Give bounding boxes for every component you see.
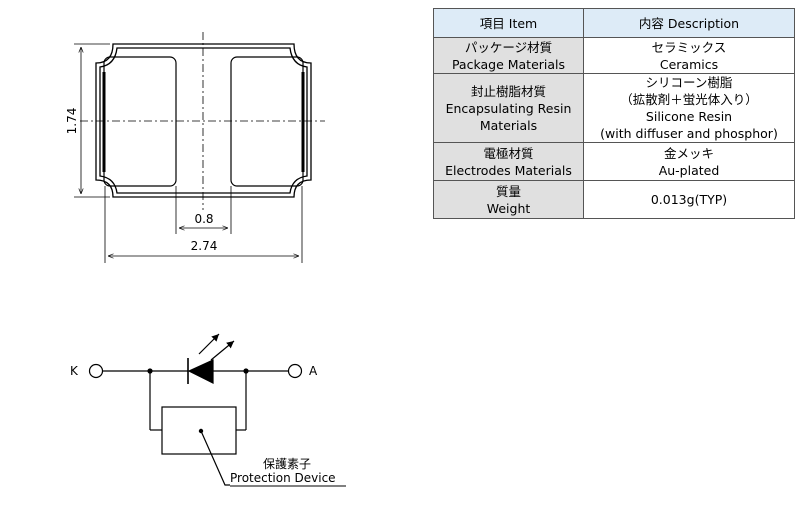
center-lines — [80, 32, 325, 210]
row-desc-text: Ceramics — [659, 56, 719, 72]
dim-width-label: 2.74 — [191, 239, 218, 253]
row-item-text: パッケージ材質 — [464, 39, 553, 55]
row-item-text: Package Materials — [451, 56, 566, 72]
cathode-label: K — [70, 364, 79, 378]
emission-arrow-1 — [198, 333, 220, 355]
row-desc-text: セラミックス — [651, 39, 727, 55]
row-item-cell: 電極材質 Electrodes Materials — [433, 142, 584, 181]
row-desc-cell: セラミックス Ceramics — [583, 37, 795, 74]
row-desc-text: 金メッキ — [663, 145, 714, 161]
circuit-schematic — [88, 333, 303, 486]
protection-device-box — [161, 406, 237, 455]
row-desc-text: Silicone Resin — [645, 109, 733, 124]
led-diode-symbol — [187, 359, 214, 384]
dimension-gap — [175, 186, 232, 234]
row-desc-text: Au-plated — [658, 162, 720, 178]
dimension-width — [104, 186, 303, 263]
dim-gap-label: 0.8 — [194, 212, 213, 226]
row-item-cell: パッケージ材質 Package Materials — [433, 37, 584, 74]
table-row: 質量 Weight 0.013g(TYP) — [433, 180, 795, 219]
row-desc-text: シリコーン樹脂 — [645, 75, 733, 90]
emission-arrow-2 — [210, 340, 235, 361]
row-desc-text: （拡散剤＋蛍光体入り） — [620, 92, 758, 107]
dimension-height — [74, 43, 110, 198]
protection-device-en-label: Protection Device — [230, 471, 336, 485]
row-desc-cell: 金メッキ Au-plated — [583, 142, 795, 181]
header-description: 内容 Description — [583, 8, 795, 38]
cathode-terminal — [88, 363, 104, 379]
row-item-text: 質量 — [495, 183, 521, 199]
table-row: 封止樹脂材質 Encapsulating Resin Materials シリコ… — [433, 73, 795, 143]
row-desc-text: 0.013g(TYP) — [650, 192, 728, 207]
anode-terminal — [287, 363, 303, 379]
row-item-text: Electrodes Materials — [445, 162, 572, 178]
row-item-text: 封止樹脂材質 — [470, 83, 546, 99]
table-row: 電極材質 Electrodes Materials 金メッキ Au-plated — [433, 142, 795, 181]
row-item-cell: 封止樹脂材質 Encapsulating Resin Materials — [433, 73, 584, 143]
circuit-junctions — [147, 368, 249, 434]
anode-label: A — [309, 364, 318, 378]
row-item-text: 電極材質 — [483, 145, 534, 161]
protection-device-jp-label: 保護素子 — [263, 456, 311, 471]
row-item-cell: 質量 Weight — [433, 180, 584, 219]
row-item-text: Weight — [486, 200, 531, 216]
row-desc-cell: シリコーン樹脂 （拡散剤＋蛍光体入り） Silicone Resin (with… — [583, 73, 795, 143]
row-desc-text: (with diffuser and phosphor) — [600, 126, 778, 141]
electrode-pads — [102, 56, 305, 187]
dim-height-label: 1.74 — [65, 108, 79, 135]
spec-table: 項目 Item 内容 Description パッケージ材質 Package M… — [433, 8, 795, 219]
row-item-text: Materials — [479, 117, 538, 133]
table-row: パッケージ材質 Package Materials セラミックス Ceramic… — [433, 37, 795, 74]
row-item-text: Encapsulating Resin — [445, 100, 572, 116]
spec-table-header: 項目 Item 内容 Description — [433, 8, 795, 38]
header-item: 項目 Item — [433, 8, 584, 38]
package-outline — [95, 43, 312, 198]
row-desc-cell: 0.013g(TYP) — [583, 180, 795, 219]
